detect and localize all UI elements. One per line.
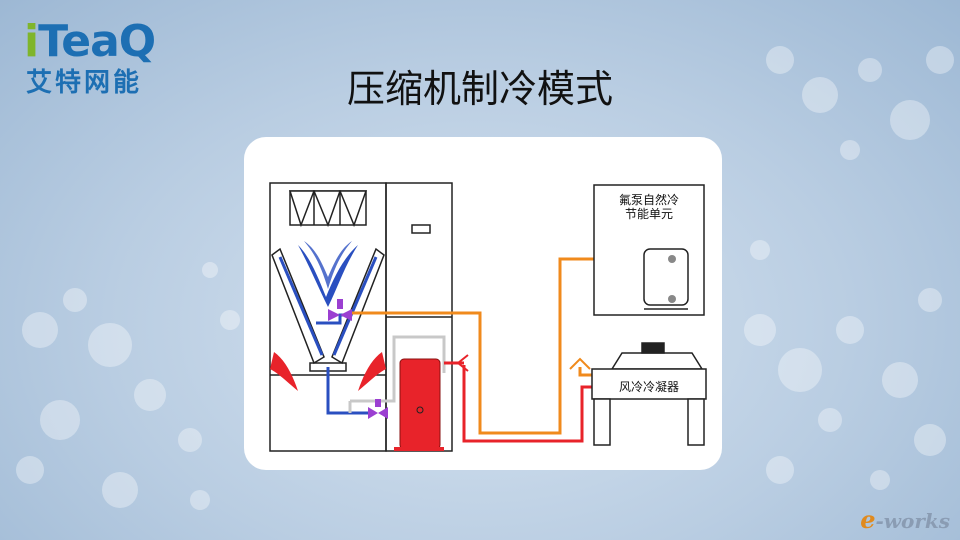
air-condenser <box>591 342 707 446</box>
logo-chinese-name: 艾特网能 <box>26 68 143 98</box>
hot-gas-line <box>444 361 594 443</box>
free-cooling-unit <box>593 184 705 316</box>
refrigeration-diagram <box>269 182 707 452</box>
free-cooling-unit-label-line1: 氟泵自然冷 <box>618 193 679 207</box>
expansion-valve-lower <box>368 399 388 419</box>
expansion-valve-upper <box>328 299 352 321</box>
company-logo: iTeaQ 艾特网能 <box>24 18 184 102</box>
evaporator-piping <box>278 256 378 415</box>
cold-airflow <box>298 241 358 307</box>
air-condenser-label: 风冷冷凝器 <box>618 380 679 394</box>
liquid-line-arrow <box>569 357 591 370</box>
warm-airflow <box>270 352 386 391</box>
slide-title: 压缩机制冷模式 <box>346 67 613 111</box>
logo-wordmark: iTeaQ <box>24 16 156 67</box>
pump-ports <box>668 255 676 303</box>
compressor <box>394 358 444 451</box>
free-cooling-unit-label-line2: 节能单元 <box>624 207 673 221</box>
check-valve <box>457 354 469 372</box>
free-cooling-unit-label: 氟泵自然冷 节能单元 <box>594 193 704 221</box>
e-works-watermark: e-works <box>860 505 950 534</box>
evaporator-fans <box>288 190 368 228</box>
